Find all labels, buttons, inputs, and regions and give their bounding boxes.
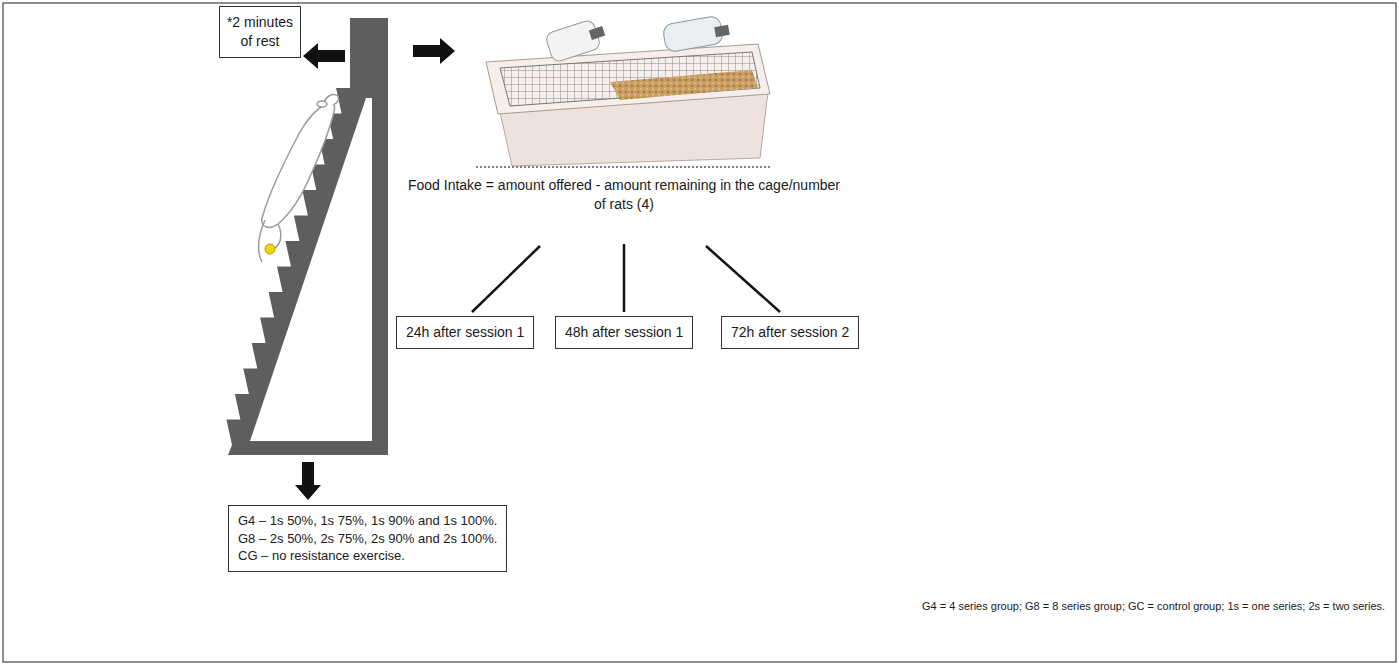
box-text: 24h after session 1 (406, 323, 524, 342)
rat (258, 94, 338, 262)
branch-line (472, 246, 540, 312)
weight (265, 244, 275, 254)
note-box: *2 minutes of rest (219, 6, 301, 58)
box-text: CG – no resistance exercise. (238, 547, 497, 565)
arrow-right (413, 38, 455, 64)
timepoint-box: 48h after session 1 (555, 316, 693, 349)
frame (3, 3, 1396, 662)
timepoint-box: 72h after session 2 (721, 316, 859, 349)
timepoint-box: 24h after session 1 (396, 316, 534, 349)
staircase-inside (250, 98, 372, 441)
box-text: 72h after session 2 (731, 323, 849, 342)
branch-line (706, 246, 780, 312)
arrow-down (295, 462, 321, 500)
box-text: 48h after session 1 (565, 323, 683, 342)
box-text: G8 – 2s 50%, 2s 75%, 2s 90% and 2s 100%. (238, 530, 497, 548)
dotted-rule (476, 166, 770, 168)
protocol-box: G4 – 1s 50%, 1s 75%, 1s 90% and 1s 100%.… (228, 505, 507, 572)
cage-photo (486, 15, 770, 166)
box-text: *2 minutes of rest (224, 13, 296, 51)
staircase-body (226, 18, 388, 455)
arrow-left (303, 43, 345, 69)
formula-text: Food Intake = amount offered - amount re… (404, 176, 844, 214)
box-text: G4 – 1s 50%, 1s 75%, 1s 90% and 1s 100%. (238, 512, 497, 530)
branch-line (623, 244, 626, 312)
staircase (226, 18, 388, 455)
footnote: G4 = 4 series group; G8 = 8 series group… (922, 599, 1385, 614)
